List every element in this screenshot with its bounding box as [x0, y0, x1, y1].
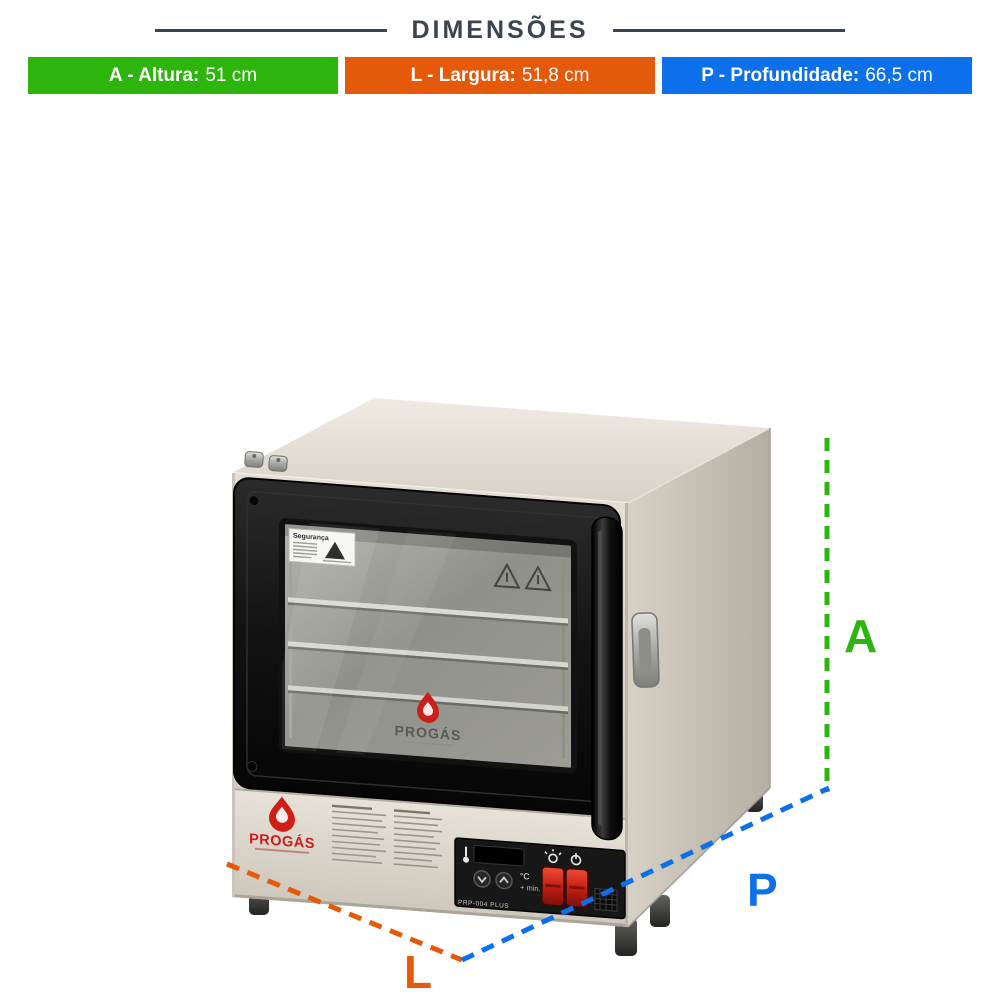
control-cluster: °C + min. — [454, 837, 626, 920]
panel-brand-text: PROGÁS — [249, 830, 315, 852]
door-glass: PROGÁS Segurança — [279, 518, 577, 774]
foot-side-front — [650, 895, 670, 927]
depth-bar-label: P - Profundidade: — [701, 64, 860, 86]
width-bar-label: L - Largura: — [410, 64, 516, 86]
panel-instructions-text — [332, 804, 442, 869]
safety-sticker-title: Segurança — [293, 533, 329, 543]
oven-door: PROGÁS Segurança — [233, 477, 623, 841]
dimension-lines — [226, 438, 831, 963]
hinge-icon — [268, 455, 288, 472]
height-bar-label: A - Altura: — [108, 64, 200, 86]
thermometer-icon — [463, 846, 469, 863]
oven-side-face — [628, 428, 770, 927]
panel-top-seam — [232, 788, 628, 820]
depth-dimension-label: P — [747, 864, 778, 916]
hinge-icon — [244, 451, 264, 468]
front-right-edge — [625, 502, 628, 927]
oven-top-face — [232, 398, 770, 503]
glass-top-shadow — [285, 524, 571, 558]
increase-button — [495, 871, 513, 890]
model-label: PRP-004 PLUS — [458, 899, 509, 910]
height-bar-value: 51 cm — [205, 64, 258, 86]
display-min-label: + min. — [520, 883, 541, 894]
glass-reflection — [336, 530, 456, 755]
dimension-bars: A - Altura: 51 cm L - Largura: 51,8 cm P… — [28, 57, 972, 94]
door-screw-bottom — [246, 760, 258, 773]
front-bottom-edge — [232, 894, 628, 927]
page-title-row: DIMENSÕES — [0, 16, 1000, 45]
door-handle — [591, 516, 623, 841]
temperature-display — [473, 844, 525, 867]
power-icon — [570, 852, 582, 866]
lamp-rocker-switch — [541, 866, 565, 907]
depth-bar-value: 66,5 cm — [865, 64, 933, 86]
oven-front-face: PROGÁS Segurança — [232, 473, 628, 927]
glass-warning-icons — [493, 562, 552, 592]
sticker-warning-icon — [325, 541, 345, 560]
display-unit-label: °C — [520, 871, 530, 882]
side-bottom-edge — [627, 787, 771, 928]
height-dimension-label: A — [844, 610, 877, 662]
door-brand-decal: PROGÁS — [395, 691, 462, 747]
door-decal-text: PROGÁS — [395, 722, 462, 743]
depth-dimension-line — [460, 785, 831, 963]
title-divider-left — [155, 29, 388, 32]
door-screw-top — [248, 495, 260, 507]
foot-front-right — [615, 918, 637, 956]
width-bar: L - Largura: 51,8 cm — [345, 57, 655, 94]
safety-sticker: Segurança — [288, 527, 356, 567]
panel-brand-logo: PROGÁS — [249, 796, 315, 854]
depth-bar: P - Profundidade: 66,5 cm — [662, 57, 972, 94]
top-right-edge — [627, 427, 771, 504]
width-dimension-label: L — [404, 946, 432, 998]
decrease-button — [473, 870, 491, 888]
door-latch — [631, 612, 660, 688]
power-rocker-switch — [565, 867, 589, 909]
width-bar-value: 51,8 cm — [521, 64, 590, 86]
chevron-up-icon — [499, 876, 509, 884]
height-bar: A - Altura: 51 cm — [28, 57, 338, 94]
glass-reflection — [282, 522, 380, 752]
page-title: DIMENSÕES — [411, 16, 589, 44]
warning-triangle-icon — [493, 562, 521, 589]
chevron-down-icon — [477, 876, 487, 884]
door-hinges — [244, 451, 288, 472]
lamp-icon — [544, 849, 562, 864]
title-divider-right — [612, 29, 845, 32]
warning-triangle-icon — [524, 565, 552, 592]
